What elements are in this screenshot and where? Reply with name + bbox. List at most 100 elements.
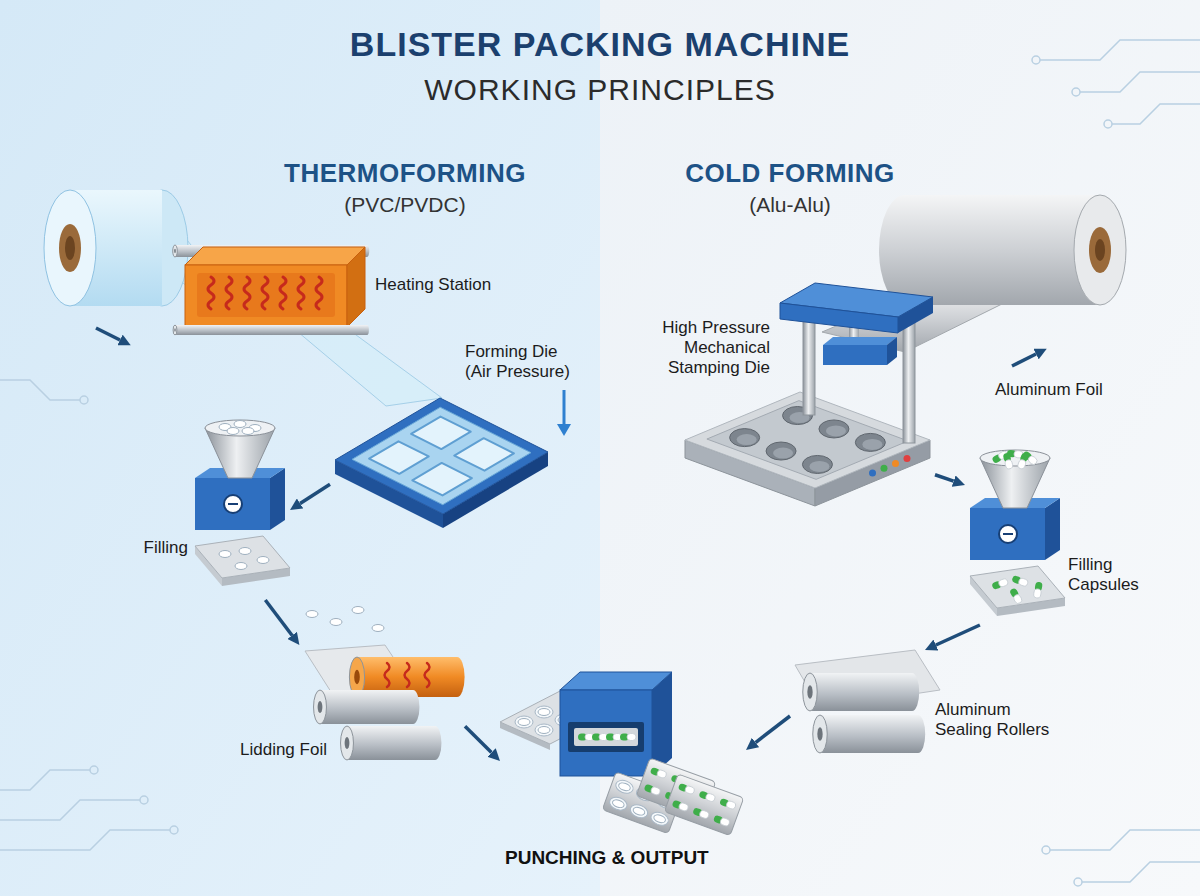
capsule-half	[656, 769, 667, 779]
feeder-knob	[224, 495, 242, 513]
flow-arrow	[935, 475, 954, 481]
heater-panel	[197, 273, 335, 317]
heater-top	[185, 247, 365, 265]
subtitle: WORKING PRINCIPLES	[424, 72, 775, 108]
tablet	[257, 557, 269, 564]
die-cavity	[730, 429, 760, 447]
roller-cap	[813, 715, 827, 753]
station-label: Filling Capsules	[1068, 555, 1148, 595]
press-beam-side	[898, 297, 933, 333]
air-arrow-head	[557, 424, 571, 436]
heat-wave	[226, 277, 232, 309]
circuit-pad	[1032, 56, 1040, 64]
die-plate	[352, 407, 531, 504]
feeder-side	[270, 468, 285, 530]
capsule	[991, 578, 1008, 590]
die-cavity-floor	[862, 439, 882, 450]
material-note: (Alu-Alu)	[749, 192, 831, 217]
die-cavity-floor	[826, 425, 846, 436]
falling-tablet	[306, 611, 318, 618]
capsule	[1033, 582, 1043, 599]
station: Lidding Foil	[235, 645, 465, 770]
feeder-front	[970, 508, 1045, 560]
capsule-half	[1033, 588, 1041, 598]
feed-arrow	[1012, 354, 1036, 366]
capsule	[1003, 452, 1014, 469]
falling-tablet	[330, 619, 342, 626]
station-illustration	[100, 420, 290, 600]
station: Aluminum Sealing Rollers	[790, 650, 1060, 760]
circuit-pad	[1074, 878, 1082, 886]
roller-body	[175, 325, 367, 335]
roller-body	[347, 726, 435, 760]
control-button	[869, 470, 876, 477]
hopper-top	[205, 420, 275, 436]
foil-roll-body	[905, 195, 1100, 305]
capsule-half	[726, 800, 737, 810]
capsule	[692, 807, 709, 819]
roller-core	[174, 249, 176, 253]
die-cavity	[369, 441, 429, 473]
capsule	[678, 783, 695, 795]
roller-cap	[314, 690, 327, 724]
capsule	[1017, 452, 1029, 469]
sealing-roller	[803, 673, 919, 711]
heat-wave	[244, 277, 250, 309]
circuit-trace	[1050, 830, 1200, 850]
control-button	[904, 455, 911, 462]
feed-arrow	[96, 328, 120, 340]
die-cavity-floor	[809, 461, 829, 472]
blister	[608, 795, 629, 812]
roller-body	[320, 690, 413, 724]
sealing-roller	[813, 715, 925, 753]
capsule-half	[998, 578, 1009, 588]
roll-core	[1089, 227, 1111, 273]
circuit-pad	[90, 766, 98, 774]
air-arrow	[563, 390, 566, 426]
circuit-pad	[1042, 846, 1050, 854]
press-head-front	[823, 345, 887, 365]
circuit-trace	[1112, 104, 1200, 124]
capsule	[650, 767, 667, 779]
press-front	[560, 690, 652, 776]
station: Filling	[100, 420, 290, 600]
capsule	[592, 734, 608, 741]
capsule-half	[720, 817, 731, 827]
press-opening	[568, 722, 644, 752]
capsule	[644, 784, 661, 796]
feeder-side	[1045, 498, 1060, 560]
capsule	[698, 790, 715, 802]
title: BLISTER PACKING MACHINE	[350, 24, 850, 65]
station-label: Lidding Foil	[240, 740, 335, 760]
roller-core	[318, 701, 323, 713]
die-cavity	[412, 463, 472, 495]
press-head-top	[823, 337, 897, 345]
heater-front	[185, 265, 347, 327]
heat-wave	[262, 277, 268, 309]
strip-body	[664, 774, 743, 836]
station-illustration	[965, 450, 1151, 625]
blister	[535, 724, 553, 736]
station-label: Aluminum Sealing Rollers	[935, 700, 1057, 740]
roller	[314, 690, 420, 724]
capsule	[578, 734, 594, 741]
roller-cap	[173, 325, 177, 335]
capsule-half	[1012, 593, 1023, 604]
press-beam-front	[780, 303, 898, 333]
roller-cap	[803, 673, 817, 711]
circuit-pad	[140, 796, 148, 804]
circuit-pad	[80, 396, 88, 404]
feeder-front	[195, 478, 270, 530]
die-top	[335, 398, 548, 514]
roll-core-hole	[1095, 239, 1105, 261]
tablet	[235, 563, 247, 570]
capsule	[620, 734, 636, 741]
capsule-half	[1018, 577, 1029, 587]
circuit-trace	[0, 830, 170, 850]
part-label: Aluminum Foil	[995, 380, 1103, 400]
tablet	[538, 709, 550, 716]
material-note: (PVC/PVDC)	[344, 192, 465, 217]
capsule	[713, 815, 730, 827]
circuit-trace	[0, 770, 90, 790]
